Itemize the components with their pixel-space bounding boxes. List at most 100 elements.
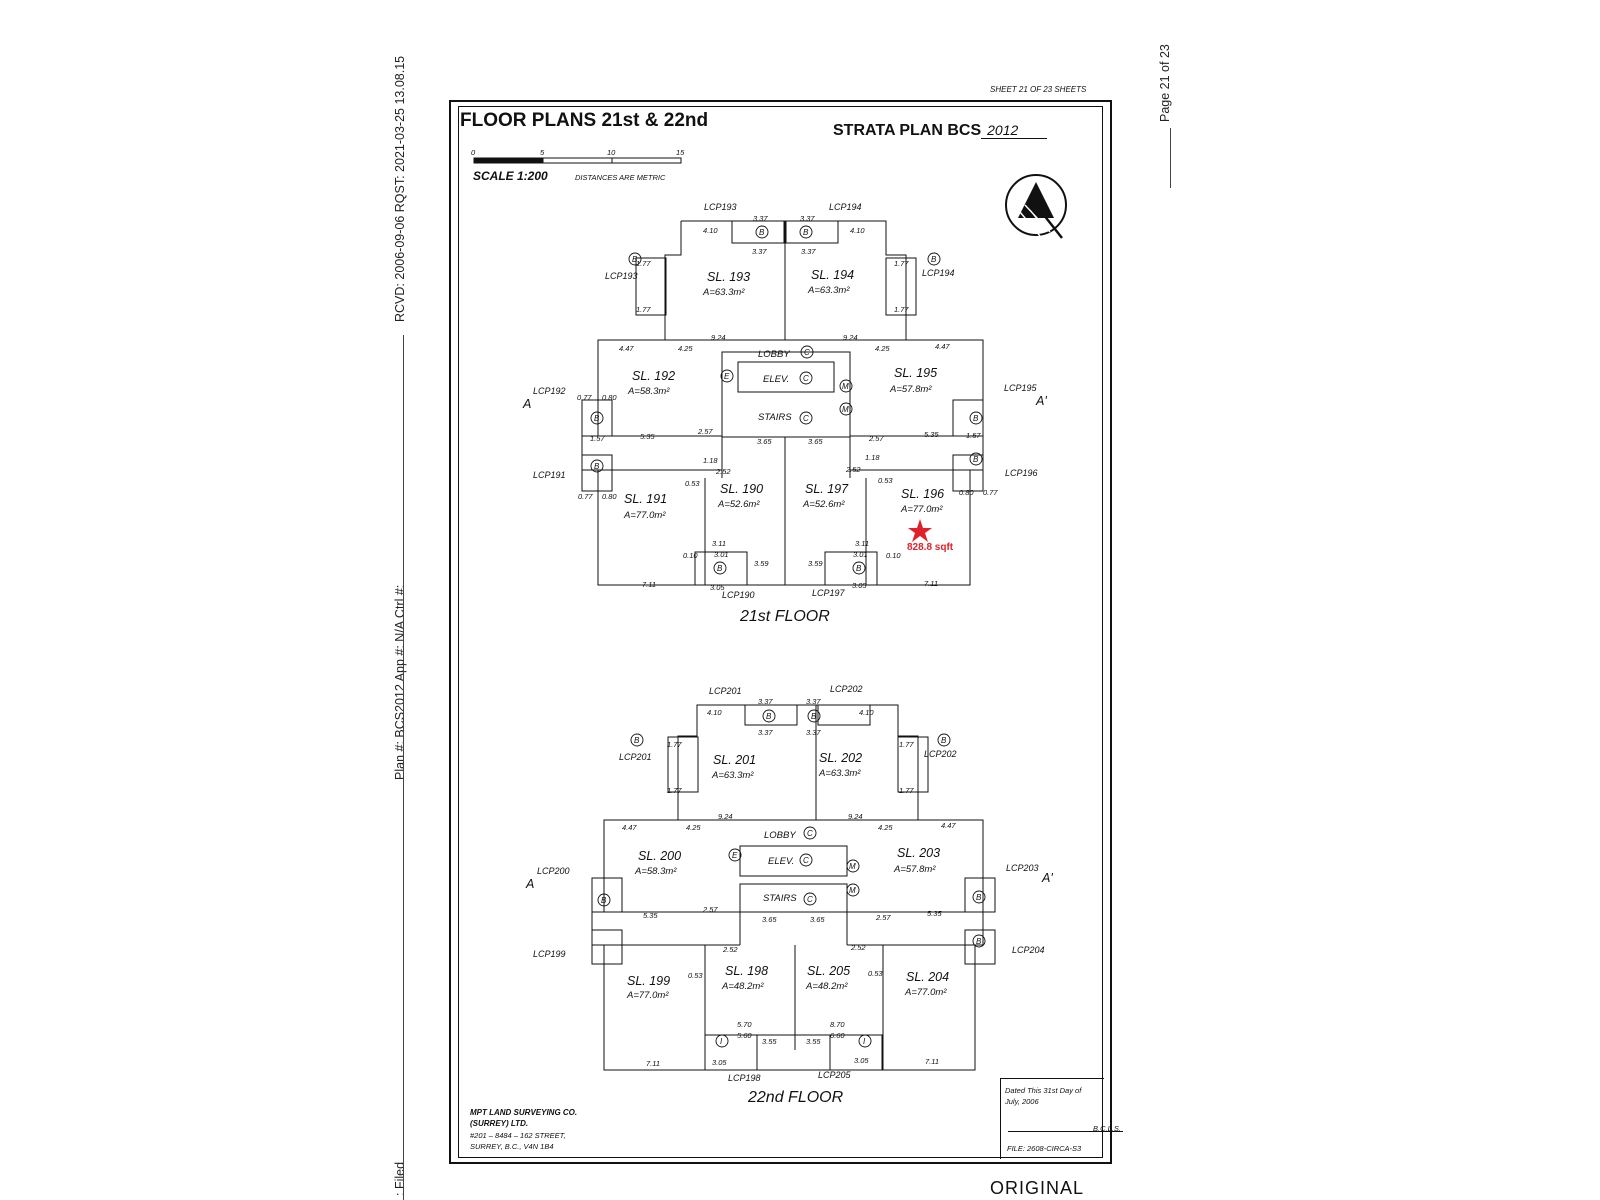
unit-area-205: A=48.2m² — [805, 981, 848, 992]
svg-text:3.05: 3.05 — [852, 581, 867, 590]
svg-text:5.70: 5.70 — [737, 1020, 752, 1029]
svg-text:B: B — [941, 736, 947, 745]
floor-22-plan — [591, 704, 996, 1071]
floor-21-marker-letters: B B B B C E C M C M B B B B B B — [594, 228, 979, 573]
svg-text:3.37: 3.37 — [758, 728, 773, 737]
svg-text:4.25: 4.25 — [878, 823, 893, 832]
unit-sl-192: SL. 192 — [632, 369, 675, 383]
svg-text:9.24: 9.24 — [848, 812, 863, 821]
lcp-191: LCP191 — [533, 470, 566, 480]
surveyor-name: MPT LAND SURVEYING CO. — [470, 1108, 578, 1117]
svg-text:0.77: 0.77 — [983, 488, 998, 497]
svg-text:0.53: 0.53 — [868, 969, 883, 978]
lcp-202-top: LCP202 — [830, 684, 863, 694]
svg-text:E: E — [732, 851, 738, 860]
svg-text:3.59: 3.59 — [754, 559, 769, 568]
unit-area-196: A=77.0m² — [900, 504, 943, 515]
unit-sl-201: SL. 201 — [713, 753, 756, 767]
lcp-194-top: LCP194 — [829, 202, 862, 212]
svg-text:0.80: 0.80 — [602, 393, 617, 402]
svg-text:6.60: 6.60 — [830, 1031, 845, 1040]
section-a-prime-21: A' — [1035, 394, 1047, 408]
surveyor-city: SURREY, B.C., V4N 1B4 — [470, 1142, 554, 1151]
svg-text:5.35: 5.35 — [927, 909, 942, 918]
floor-21-markers — [590, 225, 983, 575]
floor-22-marker-letters: B B B B C E C M C M B B B I I — [601, 712, 982, 1046]
svg-text:C: C — [803, 374, 809, 383]
lcp-195: LCP195 — [1004, 383, 1038, 393]
svg-text:2.52: 2.52 — [850, 943, 866, 952]
svg-text:1.77: 1.77 — [667, 740, 682, 749]
unit-sl-205: SL. 205 — [807, 964, 850, 978]
svg-text:7.11: 7.11 — [646, 1059, 660, 1068]
svg-text:9.24: 9.24 — [718, 812, 733, 821]
svg-text:3.37: 3.37 — [806, 728, 821, 737]
svg-text:3.37: 3.37 — [758, 697, 773, 706]
floor-22-title: 22nd FLOOR — [747, 1089, 844, 1106]
scale-tick-15: 15 — [676, 148, 685, 157]
svg-text:B: B — [976, 893, 982, 902]
svg-text:B: B — [931, 255, 937, 264]
svg-text:3.01: 3.01 — [853, 550, 868, 559]
svg-text:B: B — [632, 255, 638, 264]
svg-text:3.55: 3.55 — [762, 1037, 777, 1046]
star-marker-icon — [908, 519, 932, 542]
svg-text:7.11: 7.11 — [642, 580, 656, 589]
svg-text:3.37: 3.37 — [801, 247, 816, 256]
unit-area-191: A=77.0m² — [623, 510, 666, 521]
svg-text:B: B — [717, 564, 723, 573]
svg-text:3.11: 3.11 — [712, 539, 726, 548]
svg-text:0.10: 0.10 — [886, 551, 901, 560]
svg-text:4.25: 4.25 — [686, 823, 701, 832]
unit-area-203: A=57.8m² — [893, 864, 936, 875]
svg-text:C: C — [804, 348, 810, 357]
margin-rule — [403, 335, 404, 1200]
unit-sl-200: SL. 200 — [638, 849, 681, 863]
svg-text:B: B — [811, 712, 817, 721]
lcp-190: LCP190 — [722, 590, 755, 600]
svg-text:1.57: 1.57 — [590, 434, 605, 443]
svg-text:3.05: 3.05 — [710, 583, 725, 592]
unit-sl-197: SL. 197 — [805, 482, 849, 496]
unit-area-202: A=63.3m² — [818, 768, 861, 779]
svg-text:2.57: 2.57 — [697, 427, 713, 436]
svg-text:5.35: 5.35 — [924, 430, 939, 439]
svg-text:5.35: 5.35 — [640, 432, 655, 441]
surveyor-company: (SURREY) LTD. — [470, 1119, 529, 1128]
unit-area-200: A=58.3m² — [634, 866, 677, 877]
room-elev-21: ELEV. — [763, 374, 789, 385]
bcls-label: B.C.L.S. — [1093, 1124, 1121, 1133]
svg-text:2.57: 2.57 — [702, 905, 718, 914]
scale-tick-5: 5 — [540, 148, 545, 157]
svg-text:C: C — [807, 895, 813, 904]
unit-sl-204: SL. 204 — [906, 970, 949, 984]
svg-text:4.47: 4.47 — [941, 821, 956, 830]
unit-area-195: A=57.8m² — [889, 384, 932, 395]
svg-text:I: I — [863, 1037, 866, 1046]
svg-text:3.05: 3.05 — [712, 1058, 727, 1067]
svg-text:M: M — [849, 886, 856, 895]
sheet-count: SHEET 21 OF 23 SHEETS — [990, 85, 1087, 94]
svg-text:3.01: 3.01 — [714, 550, 729, 559]
svg-text:0.10: 0.10 — [683, 551, 698, 560]
room-lobby-22: LOBBY — [764, 830, 796, 841]
unit-sl-191: SL. 191 — [624, 492, 667, 506]
strata-plan-prefix: STRATA PLAN BCS — [833, 122, 982, 139]
svg-text:B: B — [594, 462, 600, 471]
svg-text:2.57: 2.57 — [875, 913, 891, 922]
svg-text:0.53: 0.53 — [878, 476, 893, 485]
svg-text:4.10: 4.10 — [707, 708, 722, 717]
svg-text:B: B — [976, 937, 982, 946]
svg-text:1.77: 1.77 — [667, 786, 682, 795]
svg-text:4.47: 4.47 — [619, 344, 634, 353]
svg-text:B: B — [803, 228, 809, 237]
svg-text:0.77: 0.77 — [578, 492, 593, 501]
unit-sl-203: SL. 203 — [897, 846, 940, 860]
svg-text:8.70: 8.70 — [830, 1020, 845, 1029]
svg-text:1.18: 1.18 — [865, 453, 880, 462]
lcp-193-top: LCP193 — [704, 202, 737, 212]
svg-text:B: B — [766, 712, 772, 721]
svg-text:7.11: 7.11 — [925, 1057, 939, 1066]
